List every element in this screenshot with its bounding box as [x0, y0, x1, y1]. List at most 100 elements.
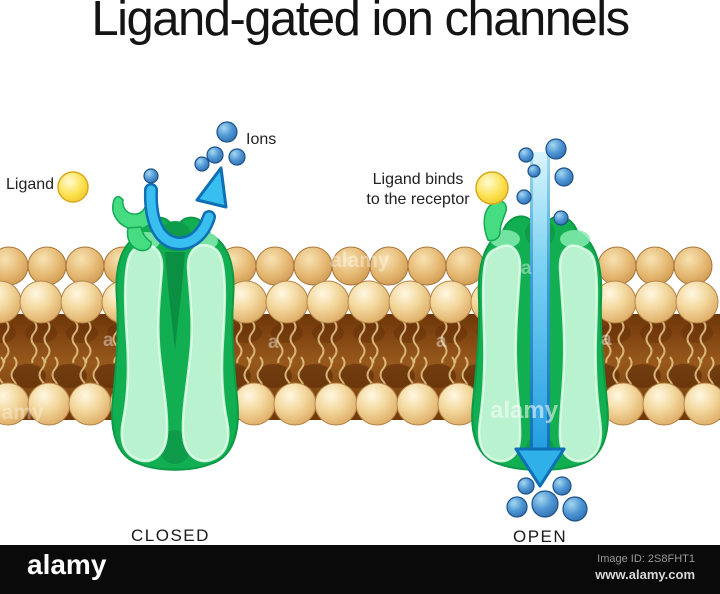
ion: [228, 148, 246, 166]
lipid-head: [27, 382, 71, 426]
ion: [517, 477, 535, 495]
ion-flow-blocked-arrow: [143, 166, 228, 251]
lipid-head: [273, 382, 317, 426]
lipid-head-shadow: [379, 364, 415, 388]
ion: [194, 156, 210, 172]
open-channel-subunit-right: [558, 244, 603, 463]
alamy-url-text: www.alamy.com: [595, 567, 695, 582]
ions-open-top: [516, 138, 574, 226]
lipid-head-shadow: [338, 364, 374, 388]
ion: [552, 476, 572, 496]
lipid-head: [355, 382, 399, 426]
lipid-tail: [399, 320, 407, 364]
lipid-head: [27, 246, 67, 286]
ion: [206, 146, 224, 164]
lipid-head: [232, 382, 276, 426]
flow-arrowhead: [514, 447, 566, 488]
lipid-head-shadow: [681, 323, 713, 343]
lipid-tail: [330, 320, 338, 364]
lipid-head: [388, 280, 432, 324]
lipid-head-shadow: [353, 323, 385, 343]
alamy-logo: alamy: [27, 549, 107, 580]
ion: [562, 496, 588, 522]
lipid-tail: [248, 320, 256, 364]
lipid-heads-back-row: [0, 246, 713, 286]
lipid-tail: [71, 320, 79, 364]
lipid-head: [331, 246, 371, 286]
ions-closed-side: [143, 121, 246, 184]
lipid-tail: [645, 320, 653, 364]
lipid-head-shadow: [435, 323, 467, 343]
lipid-head: [293, 246, 333, 286]
lipid-head: [396, 382, 440, 426]
ion: [506, 496, 528, 518]
lipid-tail: [30, 320, 38, 364]
ion: [554, 167, 574, 187]
ligand-bound: [475, 171, 509, 205]
ions-open-bottom: [506, 476, 588, 522]
lipid-tail: [358, 320, 366, 364]
lipid-head: [675, 280, 719, 324]
lipid-head-shadow: [640, 323, 672, 343]
lipid-head: [19, 280, 63, 324]
label-ligand-binds-line1: Ligand binds: [372, 171, 464, 188]
lipid-head: [673, 246, 713, 286]
lipid-head: [634, 280, 678, 324]
closed-channel-center-wedge: [165, 252, 185, 350]
ion-flow-arrow: [514, 152, 566, 488]
lipid-head: [369, 246, 409, 286]
lipid-head: [255, 246, 295, 286]
lipid-tail: [412, 320, 420, 364]
lipid-head: [347, 280, 391, 324]
lipid-head: [68, 382, 112, 426]
lipid-tail: [617, 320, 625, 364]
label-ions: Ions: [246, 131, 277, 148]
lipid-head-shadow: [420, 364, 456, 388]
lipid-head-shadow: [25, 323, 57, 343]
lipid-head: [683, 382, 720, 426]
ion: [531, 490, 559, 518]
lipid-head: [306, 280, 350, 324]
lipid-tail: [2, 320, 10, 364]
lipid-head-shadow: [230, 323, 262, 343]
lipid-bilayer: [0, 246, 720, 426]
lipid-head: [0, 246, 29, 286]
label-ligand-binds: Ligand binds to the receptor: [356, 170, 480, 210]
closed-channel: [111, 195, 239, 471]
lipid-head-shadow: [394, 323, 426, 343]
lipid-tail: [276, 320, 284, 364]
ion: [143, 168, 159, 184]
label-closed-state: CLOSED: [131, 526, 210, 545]
label-ligand-binds-line2: to the receptor: [366, 191, 470, 208]
lipid-tail: [43, 320, 51, 364]
lipid-head: [597, 246, 637, 286]
lipid-head: [314, 382, 358, 426]
lipid-tail: [289, 320, 297, 364]
lipid-tail: [453, 320, 461, 364]
ion: [545, 138, 567, 160]
lipid-tail: [440, 320, 448, 364]
closed-channel-subunit-left: [120, 243, 169, 463]
lipid-tail: [371, 320, 379, 364]
blocked-arrowhead: [195, 166, 228, 209]
open-channel-subunit-left: [477, 244, 522, 463]
ion: [518, 147, 534, 163]
lipid-tail: [0, 356, 5, 399]
image-id-text: Image ID: 2S8FHT1: [597, 553, 695, 565]
blocked-arrow-fill: [146, 185, 214, 248]
lipid-head-shadow: [10, 364, 46, 388]
lipid-head: [407, 246, 447, 286]
receptor-site-open: [475, 171, 509, 242]
lipid-head-shadow: [256, 364, 292, 388]
ion: [553, 210, 569, 226]
lipid-head-shadow: [66, 323, 98, 343]
open-channel-sheen-right: [560, 230, 590, 248]
ligand-molecule: [57, 171, 89, 203]
receptor-stem: [126, 226, 152, 252]
lipid-tail: [84, 320, 92, 364]
lipid-head-shadow: [51, 364, 87, 388]
lipid-head-shadow: [625, 364, 661, 388]
lipid-head: [65, 246, 105, 286]
